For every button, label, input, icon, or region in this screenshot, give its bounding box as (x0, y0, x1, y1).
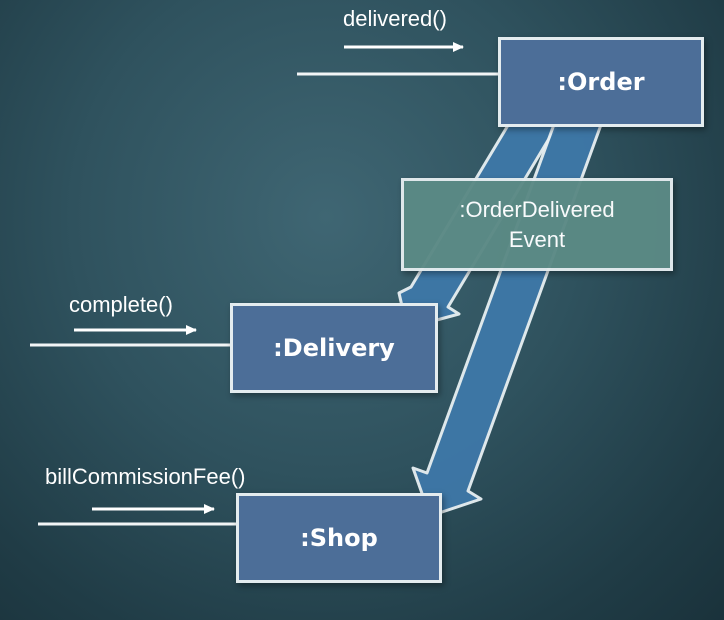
order-object-label: :Order (557, 68, 645, 96)
delivery-object-label: :Delivery (273, 334, 395, 362)
order-delivered-event-box: :OrderDelivered Event (401, 178, 673, 271)
event-label-line-2: Event (508, 226, 566, 252)
delivery-object-box: :Delivery (230, 303, 438, 393)
shop-object-label: :Shop (300, 524, 378, 552)
shop-object-box: :Shop (236, 493, 442, 583)
event-label-line-1: :OrderDelivered (459, 196, 615, 222)
delivered-message-label: delivered() (343, 6, 447, 31)
complete-message-label: complete() (69, 292, 173, 317)
bill-commission-fee-message-label: billCommissionFee() (45, 464, 246, 489)
order-object-box: :Order (498, 37, 704, 127)
